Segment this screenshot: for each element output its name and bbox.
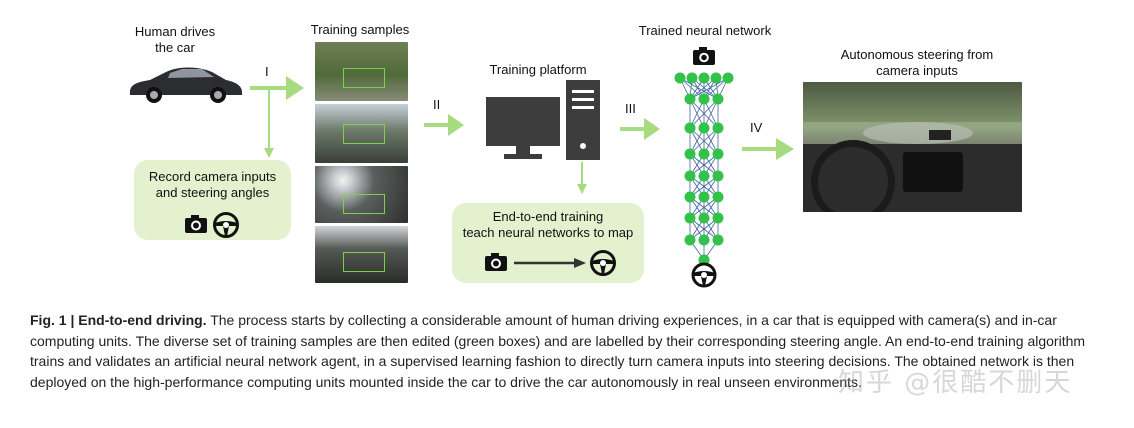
arrow-iv bbox=[742, 138, 794, 160]
computer-icon bbox=[486, 80, 600, 160]
steering-wheel-icon bbox=[691, 262, 717, 288]
green-box bbox=[343, 194, 385, 214]
down-arrow-e2e bbox=[577, 162, 587, 194]
training-sample-1 bbox=[315, 42, 408, 101]
green-box bbox=[343, 252, 385, 272]
arrow-ii bbox=[424, 114, 464, 136]
e2e-box-text: End-to-end training teach neural network… bbox=[462, 209, 634, 240]
car-interior-photo bbox=[803, 82, 1022, 212]
green-box bbox=[343, 124, 385, 144]
car-image bbox=[130, 67, 242, 103]
figure-caption: Fig. 1 | End-to-end driving. The process… bbox=[30, 310, 1110, 392]
camera-icon bbox=[185, 215, 207, 233]
network-title: Trained neural network bbox=[638, 23, 772, 38]
neural-network bbox=[674, 47, 734, 288]
record-box bbox=[134, 160, 291, 240]
training-sample-4 bbox=[315, 226, 408, 283]
output-title: Autonomous steering from camera inputs bbox=[840, 47, 994, 78]
training-sample-3 bbox=[315, 166, 408, 223]
caption-label: Fig. 1 | End-to-end driving. bbox=[30, 312, 207, 328]
arrow-iii-label: III bbox=[625, 101, 636, 116]
down-arrow-record bbox=[264, 88, 274, 158]
steering-wheel-icon bbox=[590, 250, 616, 276]
camera-icon bbox=[485, 253, 507, 271]
training-sample-2 bbox=[315, 104, 408, 163]
green-box bbox=[343, 68, 385, 88]
record-box-text: Record camera inputs and steering angles bbox=[148, 169, 277, 200]
samples-title: Training samples bbox=[310, 22, 410, 37]
steering-wheel-icon bbox=[213, 212, 239, 238]
platform-title: Training platform bbox=[489, 62, 587, 77]
step1-title: Human drives the car bbox=[134, 24, 216, 55]
watermark: 知乎 @很酷不删天 bbox=[838, 368, 1073, 398]
arrow-iv-label: IV bbox=[750, 120, 763, 135]
arrow-ii-label: II bbox=[433, 97, 441, 112]
map-arrow bbox=[514, 258, 586, 268]
caption-text: The process starts by collecting a consi… bbox=[30, 312, 1086, 390]
arrow-i-label: I bbox=[265, 64, 269, 79]
arrow-iii bbox=[620, 118, 660, 140]
arrow-i bbox=[250, 76, 304, 100]
camera-icon bbox=[693, 47, 715, 65]
